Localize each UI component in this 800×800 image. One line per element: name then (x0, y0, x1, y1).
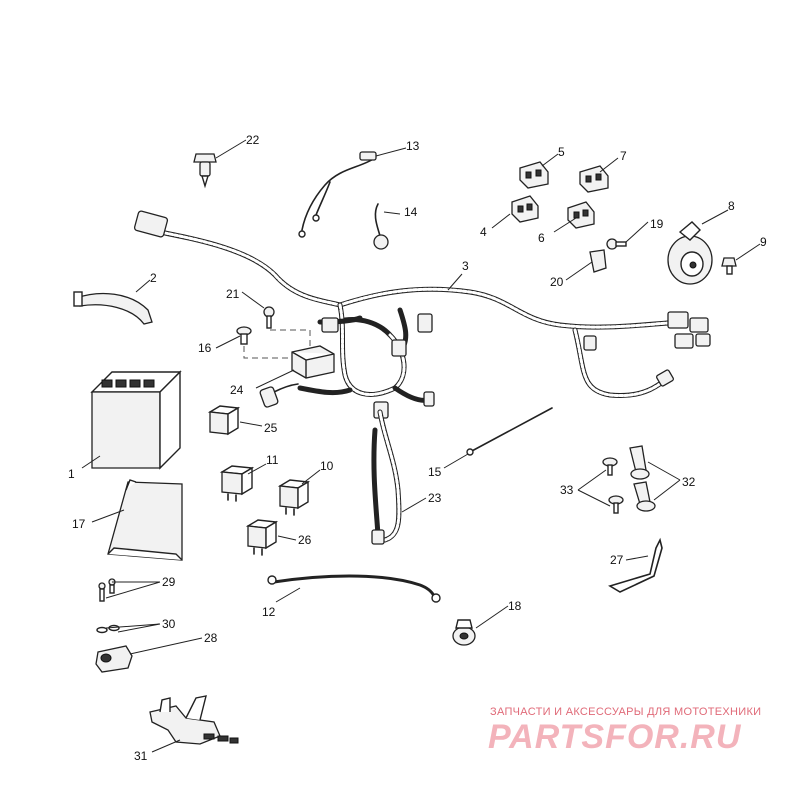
dashed-line (243, 346, 296, 359)
callout-14: 14 (404, 205, 418, 219)
screw-19 (606, 238, 627, 250)
callout-12: 12 (262, 605, 276, 619)
callout-7: 7 (620, 149, 627, 163)
leader-lines (81, 139, 761, 753)
callout-28: 28 (204, 631, 218, 645)
grommet-18 (452, 619, 476, 646)
relay-11 (219, 465, 255, 502)
horn-8 (667, 221, 713, 285)
battery-1 (90, 370, 182, 470)
sensor-14 (373, 203, 389, 250)
cable-tie-15 (466, 407, 553, 456)
callout-2: 2 (150, 271, 157, 285)
callout-16: 16 (198, 341, 212, 355)
fuse-holder-7 (579, 165, 609, 193)
watermark-tagline: ЗАПЧАСТИ И АКСЕССУАРЫ ДЛЯ МОТОТЕХНИКИ (490, 706, 762, 718)
callout-19: 19 (650, 217, 664, 231)
bolt-9 (721, 257, 737, 275)
callout-4: 4 (480, 225, 487, 239)
callout-17: 17 (72, 517, 86, 531)
callout-26: 26 (298, 533, 312, 547)
main-wiring-harness (133, 210, 711, 419)
callout-32: 32 (682, 475, 696, 489)
callout-33: 33 (560, 483, 574, 497)
relay-10 (277, 479, 311, 516)
callout-23: 23 (428, 491, 442, 505)
screw-33-upper (602, 457, 618, 476)
callout-9: 9 (760, 235, 767, 249)
callout-20: 20 (550, 275, 564, 289)
callout-10: 10 (320, 459, 334, 473)
callout-30: 30 (162, 617, 176, 631)
washers-30 (96, 624, 120, 634)
callout-21: 21 (226, 287, 240, 301)
sub-harness (371, 409, 402, 545)
bracket-2 (73, 291, 153, 325)
battery-cover-17 (107, 479, 183, 561)
callout-1: 1 (68, 467, 75, 481)
callout-27: 27 (610, 553, 624, 567)
callout-11: 11 (266, 453, 279, 467)
callout-24: 24 (230, 383, 244, 397)
relay-25 (207, 405, 241, 436)
fuse-holder-6 (567, 201, 595, 229)
screw-21 (263, 306, 275, 329)
callout-18: 18 (508, 599, 522, 613)
wire-bracket-27 (608, 537, 663, 593)
relay-26 (245, 519, 279, 556)
fuse-holder-5 (519, 161, 549, 189)
bracket-assembly-31 (149, 695, 239, 745)
relay-box-24 (259, 345, 335, 408)
block-28 (95, 645, 133, 673)
clip-32-lower (633, 481, 656, 512)
clip-16 (236, 326, 252, 345)
callout-31: 31 (134, 749, 148, 763)
callout-labels: 1 2 3 4 5 6 7 8 9 10 11 12 13 14 15 16 1… (68, 133, 767, 763)
earth-cable-12 (267, 574, 441, 603)
callout-6: 6 (538, 231, 545, 245)
callout-22: 22 (246, 133, 260, 147)
callout-3: 3 (462, 259, 469, 273)
dashed-line (270, 329, 311, 350)
callout-8: 8 (728, 199, 735, 213)
callout-25: 25 (264, 421, 278, 435)
bolt-22 (193, 153, 217, 189)
fuse-holder-4 (511, 195, 539, 223)
callout-29: 29 (162, 575, 176, 589)
harness-lead-13 (298, 151, 377, 238)
connector-20 (589, 249, 607, 273)
callout-13: 13 (406, 139, 420, 153)
watermark-logo: PARTSFOR.RU (488, 718, 742, 756)
clip-32-upper (629, 445, 650, 480)
callout-15: 15 (428, 465, 442, 479)
callout-5: 5 (558, 145, 565, 159)
screw-33-lower (608, 495, 624, 514)
